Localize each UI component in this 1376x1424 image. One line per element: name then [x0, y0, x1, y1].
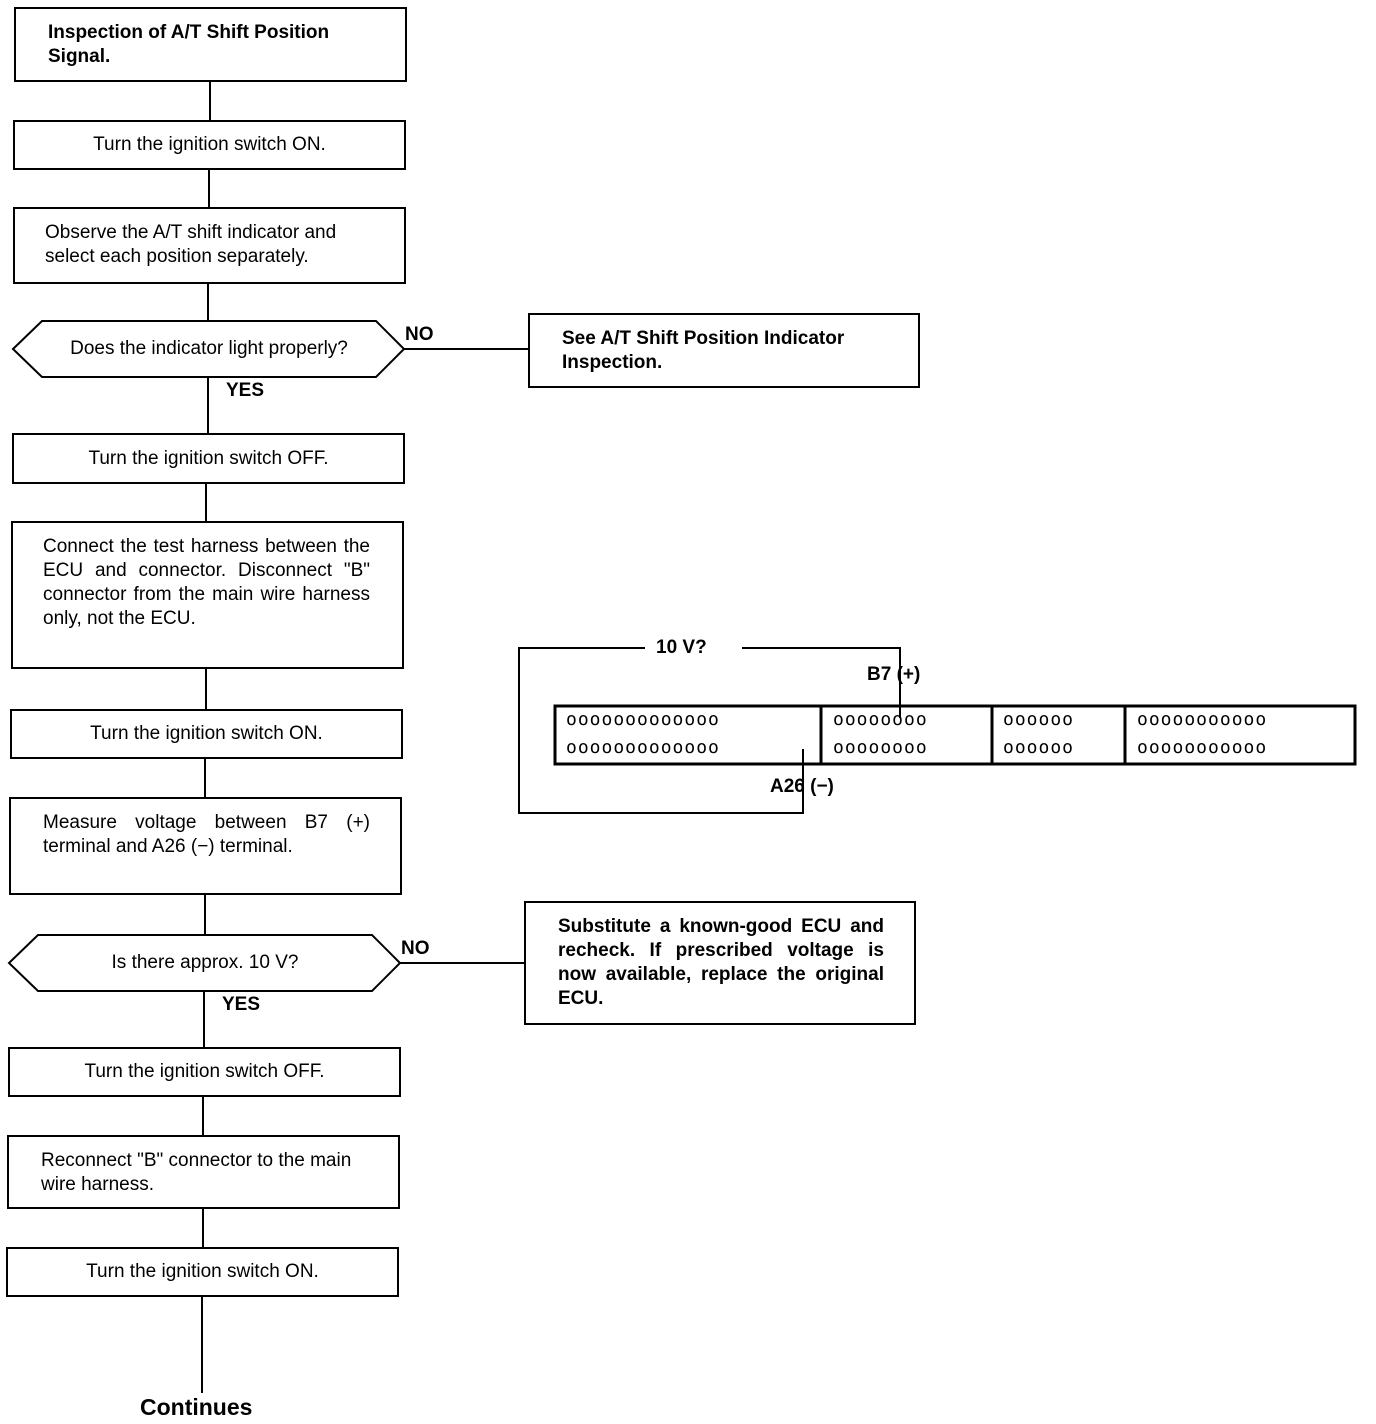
- step-connect-harness: Connect the test harness between the ECU…: [11, 521, 404, 669]
- step-text: See A/T Shift Position Indicator Inspect…: [562, 328, 845, 373]
- step-text: Turn the ignition switch ON.: [86, 1261, 319, 1282]
- connector-section-4-bottom: ooooooooooo: [1137, 737, 1268, 758]
- step-reconnect-b: Reconnect "B" connector to the main wire…: [7, 1135, 400, 1209]
- connector-section-4-top: ooooooooooo: [1137, 709, 1268, 730]
- voltage-label: 10 V?: [656, 637, 707, 658]
- step-text: Substitute a known-good ECU and recheck.…: [558, 916, 884, 1009]
- step-text: Reconnect "B" connector to the main wire…: [41, 1150, 352, 1195]
- b7-terminal-label: B7 (+): [867, 664, 921, 685]
- yes-label-1: YES: [226, 380, 265, 401]
- decision-indicator-light: Does the indicator light properly?: [42, 337, 376, 361]
- step-text: Measure voltage between B7 (+) terminal …: [43, 812, 370, 857]
- decision-text: Is there approx. 10 V?: [111, 952, 299, 973]
- continues-label: Continues: [140, 1394, 253, 1420]
- no-box-indicator-inspection: See A/T Shift Position Indicator Inspect…: [528, 313, 920, 388]
- step-measure-voltage: Measure voltage between B7 (+) terminal …: [9, 797, 402, 895]
- no-box-substitute-ecu: Substitute a known-good ECU and recheck.…: [524, 901, 916, 1025]
- no-label-2: NO: [401, 938, 430, 959]
- step-ignition-on-3: Turn the ignition switch ON.: [6, 1247, 399, 1297]
- step-text: Connect the test harness between the ECU…: [43, 536, 370, 629]
- decision-text: Does the indicator light properly?: [70, 338, 348, 359]
- connector-section-1-top: ooooooooooooo: [566, 709, 720, 730]
- connector-section-2-bottom: oooooooo: [833, 737, 928, 758]
- step-ignition-off-1: Turn the ignition switch OFF.: [12, 433, 405, 484]
- step-text: Observe the A/T shift indicator and sele…: [45, 222, 337, 267]
- connector-section-3-bottom: oooooo: [1003, 737, 1075, 758]
- step-text: Turn the ignition switch ON.: [90, 723, 323, 744]
- decision-shapes: [7, 320, 406, 992]
- step-observe-indicator: Observe the A/T shift indicator and sele…: [13, 207, 406, 284]
- connector-section-3-top: oooooo: [1003, 709, 1075, 730]
- step-ignition-off-2: Turn the ignition switch OFF.: [8, 1047, 401, 1097]
- step-text: Inspection of A/T Shift Position Signal.: [48, 22, 330, 67]
- step-text: Turn the ignition switch ON.: [93, 134, 326, 155]
- step-text: Turn the ignition switch OFF.: [84, 1061, 325, 1082]
- step-ignition-on-1: Turn the ignition switch ON.: [13, 120, 406, 170]
- step-inspection-title: Inspection of A/T Shift Position Signal.: [14, 7, 407, 82]
- step-ignition-on-2: Turn the ignition switch ON.: [10, 709, 403, 759]
- a26-terminal-label: A26 (−): [770, 776, 834, 797]
- no-label-1: NO: [405, 324, 434, 345]
- step-text: Turn the ignition switch OFF.: [88, 447, 329, 469]
- yes-label-2: YES: [222, 994, 261, 1015]
- connector-section-1-bottom: ooooooooooooo: [566, 737, 720, 758]
- connector-section-2-top: oooooooo: [833, 709, 928, 730]
- decision-10v: Is there approx. 10 V?: [38, 951, 372, 975]
